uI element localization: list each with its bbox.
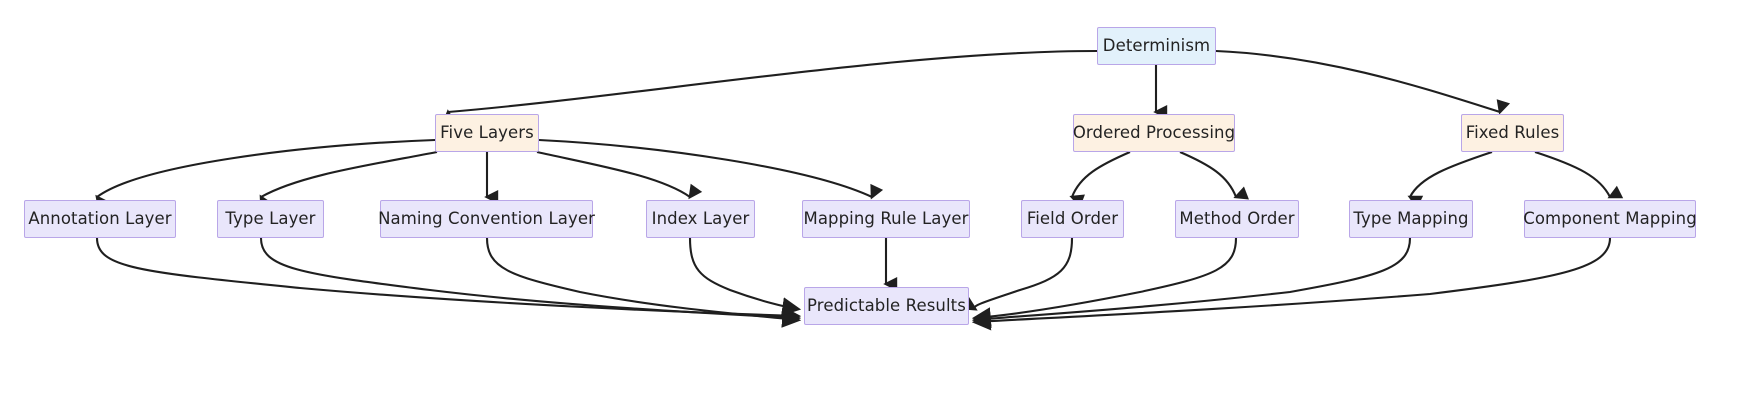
edge-component_mapping-to-predictable — [971, 237, 1612, 331]
edge-paths — [95, 49, 1624, 331]
node-label: Type Mapping — [1353, 208, 1469, 228]
node-naming_layer[interactable]: Naming Convention Layer — [378, 200, 595, 238]
node-ordered_processing[interactable]: Ordered Processing — [1073, 114, 1235, 152]
edge-five_layers-to-index_layer — [536, 150, 703, 200]
edge-five_layers-to-annotation_layer — [95, 138, 436, 211]
node-label: Five Layers — [440, 122, 534, 142]
node-label: Index Layer — [651, 208, 750, 228]
node-label: Predictable Results — [807, 295, 966, 315]
edge-field_order-to-predictable — [956, 237, 1074, 311]
node-label: Ordered Processing — [1072, 122, 1236, 142]
node-label: Field Order — [1026, 208, 1119, 228]
edge-fixed_rules-to-component_mapping — [1534, 151, 1624, 199]
node-five_layers[interactable]: Five Layers — [435, 114, 539, 152]
node-label: Mapping Rule Layer — [803, 208, 969, 228]
edge-index_layer-to-predictable — [688, 237, 802, 316]
node-type_layer[interactable]: Type Layer — [217, 200, 324, 238]
edge-ordered_processing-to-method_order — [1179, 151, 1249, 200]
edge-method_order-to-predictable — [971, 237, 1238, 327]
node-fixed_rules[interactable]: Fixed Rules — [1461, 114, 1564, 152]
node-label: Annotation Layer — [28, 208, 172, 228]
node-component_mapping[interactable]: Component Mapping — [1523, 200, 1697, 238]
edge-determinism-to-five_layers — [441, 49, 1098, 124]
node-label: Fixed Rules — [1465, 122, 1560, 142]
node-label: Method Order — [1179, 208, 1295, 228]
node-label: Naming Convention Layer — [378, 208, 595, 228]
edge-naming_layer-to-predictable — [485, 237, 802, 328]
node-label: Determinism — [1102, 35, 1211, 55]
node-field_order[interactable]: Field Order — [1021, 200, 1124, 238]
edge-fixed_rules-to-type_mapping — [1407, 151, 1493, 209]
node-predictable[interactable]: Predictable Results — [804, 287, 969, 325]
node-mapping_rule_layer[interactable]: Mapping Rule Layer — [802, 200, 970, 238]
edge-type_mapping-to-predictable — [971, 237, 1412, 328]
edge-five_layers-to-type_layer — [259, 150, 438, 211]
edge-ordered_processing-to-field_order — [1069, 151, 1131, 208]
edge-determinism-to-fixed_rules — [1215, 49, 1511, 115]
node-type_mapping[interactable]: Type Mapping — [1349, 200, 1473, 238]
node-annotation_layer[interactable]: Annotation Layer — [24, 200, 176, 238]
node-method_order[interactable]: Method Order — [1175, 200, 1299, 238]
node-label: Type Layer — [225, 208, 316, 228]
node-determinism[interactable]: Determinism — [1097, 27, 1216, 65]
edge-annotation_layer-to-predictable — [95, 237, 802, 325]
node-label: Component Mapping — [1523, 208, 1697, 228]
edge-five_layers-to-mapping_rule_layer — [538, 138, 884, 200]
node-index_layer[interactable]: Index Layer — [646, 200, 755, 238]
edge-type_layer-to-predictable — [259, 237, 802, 327]
